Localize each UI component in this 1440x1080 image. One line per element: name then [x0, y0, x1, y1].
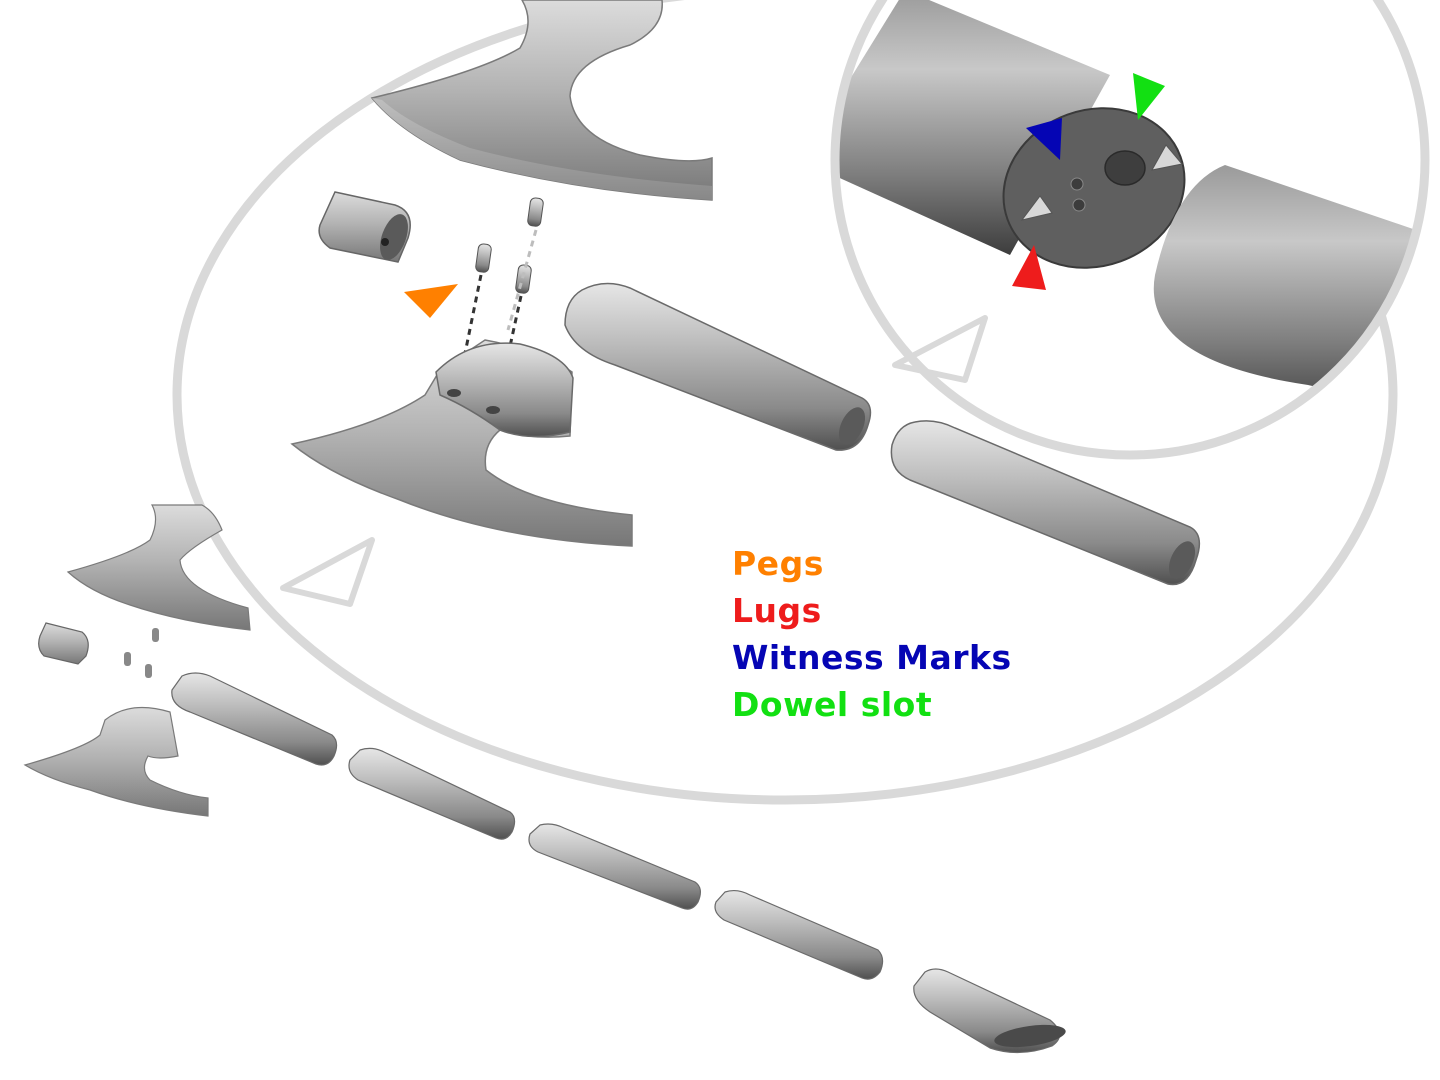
magnified-joint-detail: [830, 0, 1430, 460]
small-handle-4: [714, 889, 884, 980]
handle-section-2: [890, 420, 1201, 586]
legend-item-witness-marks: Witness Marks: [732, 638, 1012, 677]
socket: [435, 342, 574, 438]
dowel-marker-icon: [1133, 73, 1165, 120]
small-lower-blade: [23, 706, 209, 817]
blade-bevel: [372, 98, 712, 200]
legend-item-pegs: Pegs: [732, 544, 824, 583]
small-handle-1: [171, 672, 338, 766]
lug-boss: [1151, 144, 1183, 171]
detail-callout-ring: [172, 0, 1398, 805]
small-peg: [124, 652, 131, 666]
enlarged-exploded-view: [290, 0, 1201, 586]
peg: [475, 243, 492, 273]
small-upper-blade: [66, 504, 251, 631]
full-exploded-assembly: [23, 504, 1066, 1054]
lug-marker-icon: [1012, 245, 1046, 290]
handle-end-face: [1168, 541, 1196, 579]
legend-item-dowel-slot: Dowel slot: [732, 685, 933, 724]
small-block: [38, 622, 89, 665]
dowel-hole: [1104, 150, 1146, 186]
detail-pointer-icon: [892, 315, 988, 383]
peg: [527, 197, 544, 227]
witness-hole: [1070, 177, 1084, 191]
small-peg: [145, 664, 152, 678]
legend-item-lugs: Lugs: [732, 591, 822, 630]
pommel-end-face: [994, 1024, 1066, 1048]
handle-section-1: [564, 282, 872, 451]
small-peg: [152, 628, 159, 642]
lug-boss: [1020, 195, 1053, 221]
legend: Pegs Lugs Witness Marks Dowel slot: [732, 540, 1012, 728]
peg-marker-icon: [404, 284, 458, 318]
witness-hole: [1072, 198, 1086, 212]
peg-hole: [486, 406, 500, 414]
small-handle-2: [348, 747, 516, 840]
magnifier-ring: [830, 0, 1430, 460]
handle-end-face: [838, 407, 866, 445]
witness-marker-icon: [1026, 118, 1062, 160]
detail-pointer-icon: [280, 537, 375, 607]
peg-hole: [447, 389, 461, 397]
collar-block: [318, 191, 411, 263]
peg: [515, 264, 532, 294]
small-handle-3: [528, 823, 701, 910]
